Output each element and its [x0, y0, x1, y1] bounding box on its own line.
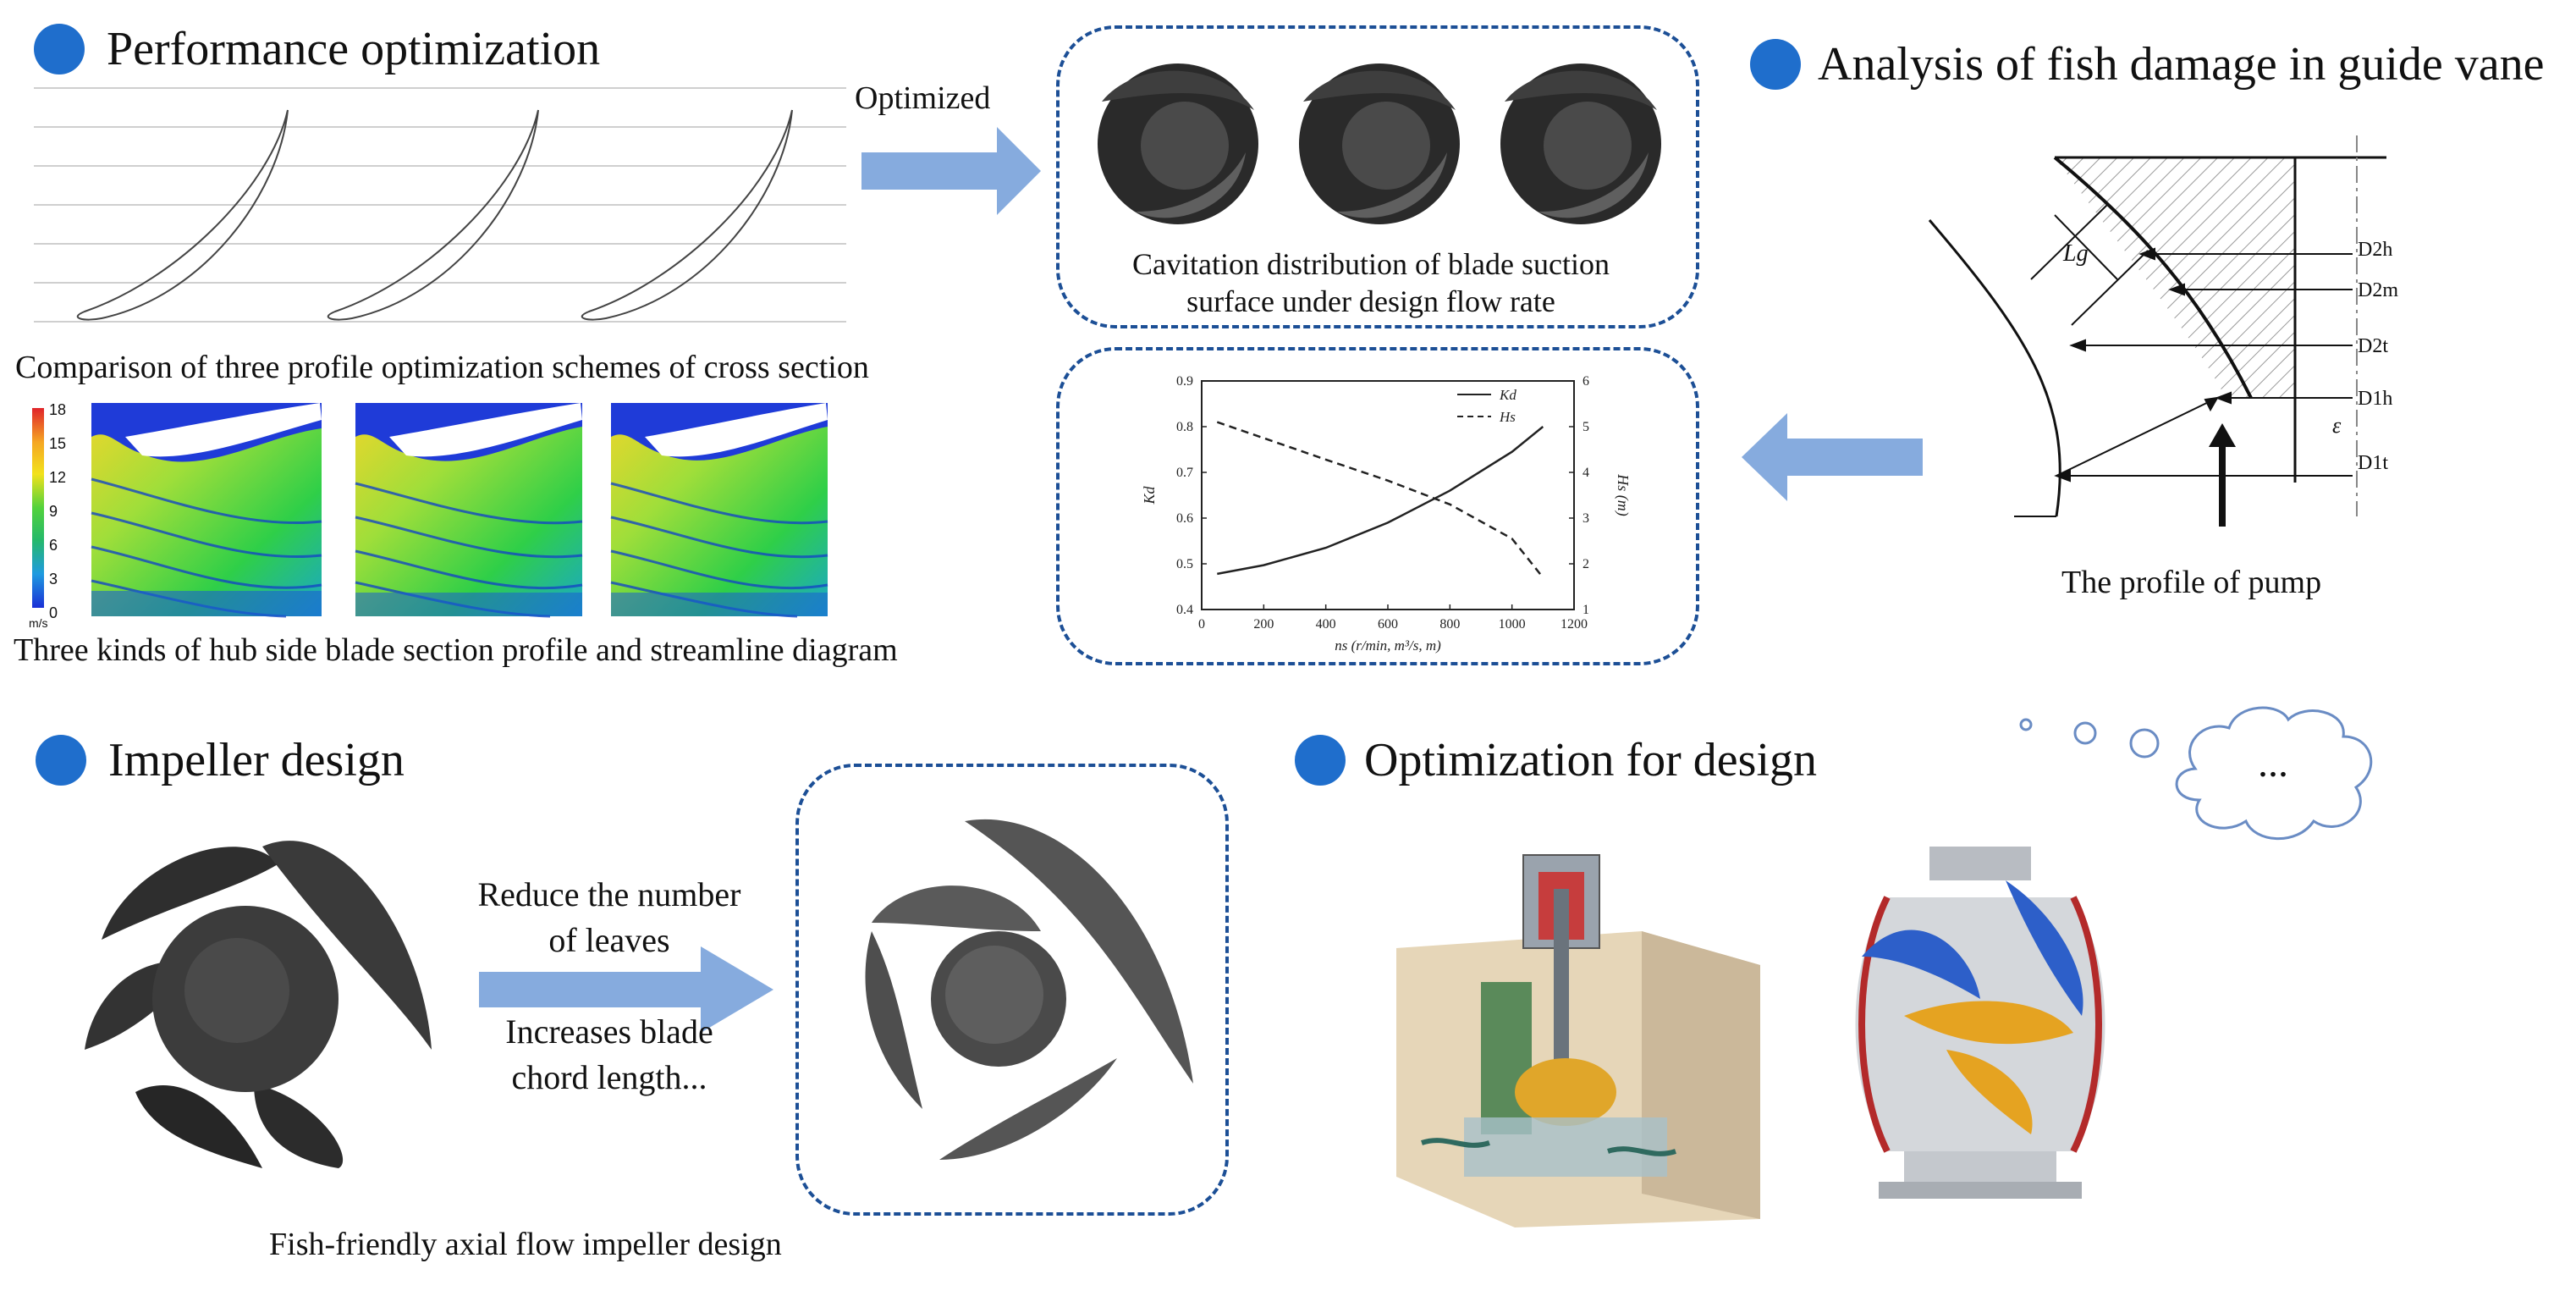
- chart-box: [1056, 347, 1699, 665]
- section-title-impeller: Impeller design: [108, 734, 405, 786]
- section-bullet: [36, 735, 86, 786]
- thought-ellipsis: ...: [2258, 741, 2288, 786]
- axial-pump-render: [1855, 847, 2105, 1199]
- reduce-leaves-label: Reduce the number of leaves: [477, 875, 741, 959]
- colorbar-tick: 6: [49, 537, 58, 554]
- y2-tick-label: 6: [1582, 374, 1589, 389]
- label-d2t: D2t: [2358, 335, 2388, 357]
- section-title-performance: Performance optimization: [107, 23, 601, 75]
- x-tick-label: 400: [1316, 617, 1336, 632]
- x-axis-label: ns (r/min, m³/s, m): [1335, 637, 1441, 654]
- legend-label: Hs: [1499, 409, 1516, 425]
- impeller-render: [1299, 63, 1460, 224]
- colorbar-tick: 12: [49, 469, 67, 486]
- y2-tick-label: 5: [1582, 420, 1589, 434]
- legend-label: Kd: [1499, 387, 1516, 403]
- colorbar-tick: 9: [49, 503, 58, 520]
- caption-profile-comparison: Comparison of three profile optimization…: [15, 350, 869, 385]
- x-tick-label: 1200: [1560, 617, 1588, 632]
- left-arrow: [1742, 413, 1923, 501]
- y-tick-label: 0.6: [1176, 511, 1193, 526]
- caption-streamline: Three kinds of hub side blade section pr…: [14, 632, 898, 668]
- increase-chord-label: Increases blade chord length...: [505, 1012, 713, 1096]
- plot-frame: [1201, 380, 1575, 610]
- blade-profile-diagram: [34, 87, 846, 323]
- colorbar-ticks: 18 15 12 9 6 3 0: [49, 401, 83, 621]
- y-tick-label: 0.4: [1176, 603, 1193, 617]
- streamline-image: [355, 403, 583, 618]
- streamline-image: [610, 403, 828, 618]
- colorbar-tick: 3: [49, 571, 58, 588]
- x-tick-label: 1000: [1499, 617, 1526, 632]
- y-tick-label: 0.5: [1176, 557, 1193, 571]
- colorbar: [32, 408, 44, 608]
- y2-axis-label: Hs (m): [1614, 473, 1632, 516]
- y-tick-label: 0.9: [1176, 374, 1193, 389]
- label-epsilon: ε: [2332, 413, 2342, 438]
- label-d1t: D1t: [2358, 452, 2388, 474]
- label-d2m: D2m: [2358, 279, 2398, 301]
- caption-impeller-design: Fish-friendly axial flow impeller design: [269, 1227, 782, 1262]
- optimized-impeller-box: [795, 764, 1229, 1216]
- label-chord-length: Lg: [2063, 240, 2089, 267]
- kd-hs-chart: 0 200 400 600 800 1000 1200 0.4 0.5 0.6 0.7 0.8 0.9 1…: [1141, 374, 1632, 654]
- label-d2h: D2h: [2358, 239, 2393, 261]
- y2-tick-label: 3: [1582, 511, 1589, 526]
- label-d1h: D1h: [2358, 388, 2393, 410]
- y-axis-label: Kd: [1141, 486, 1158, 505]
- cavitation-box: [1056, 25, 1699, 328]
- colorbar-unit: m/s: [29, 616, 48, 630]
- series-line-hs: [1216, 421, 1544, 578]
- right-arrow: [479, 946, 773, 1033]
- x-tick-label: 0: [1198, 617, 1205, 632]
- section-bullet: [34, 24, 85, 74]
- section-title-optimization: Optimization for design: [1364, 734, 1818, 786]
- pump-profile-diagram: [1928, 135, 2386, 527]
- caption-pump-profile: The profile of pump: [2061, 565, 2322, 600]
- right-arrow: [861, 127, 1041, 215]
- impeller-render: [1500, 63, 1661, 224]
- y-tick-label: 0.7: [1176, 466, 1193, 480]
- caption-cavitation: Cavitation distribution of blade suction…: [1132, 247, 1610, 318]
- x-tick-label: 800: [1439, 617, 1460, 632]
- optimized-impeller-render: [865, 819, 1193, 1160]
- pump-station-cutaway: [1396, 854, 1760, 1227]
- streamline-image: [91, 403, 322, 618]
- colorbar-tick: 0: [49, 604, 58, 621]
- x-tick-label: 200: [1253, 617, 1274, 632]
- original-impeller-render: [85, 841, 432, 1168]
- y2-tick-label: 2: [1582, 557, 1589, 571]
- y-tick-label: 0.8: [1176, 420, 1193, 434]
- section-bullet: [1295, 735, 1346, 786]
- y2-tick-label: 4: [1582, 466, 1589, 480]
- colorbar-tick: 15: [49, 435, 67, 452]
- series-line-kd: [1217, 426, 1544, 576]
- optimized-label: Optimized: [855, 80, 991, 116]
- section-title-fish-damage: Analysis of fish damage in guide vane: [1818, 38, 2545, 91]
- y2-tick-label: 1: [1582, 603, 1589, 617]
- section-bullet: [1750, 39, 1801, 90]
- x-tick-label: 600: [1378, 617, 1398, 632]
- thought-bubble: [2019, 706, 2373, 841]
- colorbar-tick: 18: [49, 401, 67, 418]
- impeller-render: [1098, 63, 1258, 224]
